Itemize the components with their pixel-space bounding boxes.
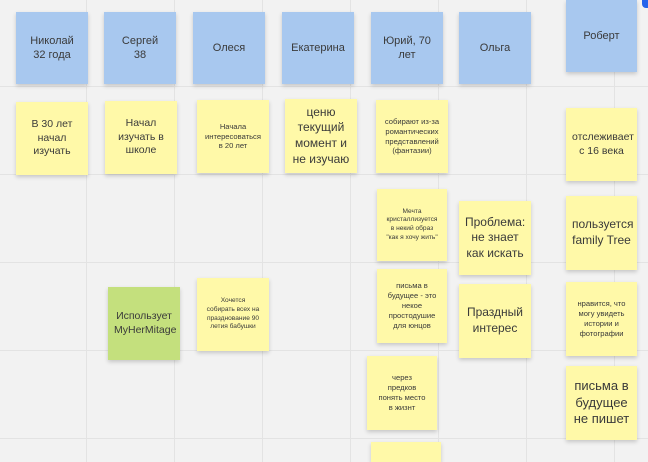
sticky-note-nikolai-1[interactable]: В 30 лет начал изучать bbox=[16, 102, 88, 175]
sticky-note-header-yuri[interactable]: Юрий, 70 лет bbox=[371, 12, 443, 84]
note-text: Ольга bbox=[479, 41, 511, 54]
sticky-note-robert-1[interactable]: отслеживает с 16 века bbox=[566, 108, 637, 181]
sticky-note-header-robert[interactable]: Роберт bbox=[566, 0, 637, 72]
note-text: Проблема: не знает как искать bbox=[465, 214, 526, 260]
sticky-note-ekaterina-1[interactable]: ценю текущий момент и не изучаю bbox=[285, 99, 357, 173]
note-text: пользуется family Tree bbox=[572, 217, 634, 247]
sticky-note-olesya-1[interactable]: Начала интересоваться в 20 лет bbox=[197, 100, 269, 173]
sticky-note-yuri-2[interactable]: Мечта кристаллизуется в некий образ "как… bbox=[377, 189, 447, 261]
sticky-note-header-olesya[interactable]: Олеся bbox=[193, 12, 265, 84]
note-text: Николай 32 года bbox=[30, 34, 74, 61]
selection-edge-marker bbox=[642, 0, 648, 8]
sticky-note-olesya-2[interactable]: Хочется собирать всех на празднование 90… bbox=[197, 278, 269, 351]
note-text: ценю текущий момент и не изучаю bbox=[292, 104, 350, 166]
sticky-note-yuri-4[interactable]: через предков понять место в жизнт bbox=[367, 356, 437, 430]
note-text: Использует MyHerMitage bbox=[114, 309, 177, 336]
note-text: Мечта кристаллизуется в некий образ "как… bbox=[386, 207, 438, 241]
sticky-note-header-sergei[interactable]: Сергей 38 bbox=[104, 12, 176, 84]
sticky-note-header-ekaterina[interactable]: Екатерина bbox=[282, 12, 354, 84]
note-text: Юрий, 70 лет bbox=[383, 34, 431, 61]
note-text: В 30 лет начал изучать bbox=[31, 118, 73, 158]
sticky-note-yuri-5[interactable] bbox=[371, 442, 441, 462]
sticky-note-nikolai-2[interactable]: Использует MyHerMitage bbox=[108, 287, 180, 360]
sticky-note-header-nikolai[interactable]: Николай 32 года bbox=[16, 12, 88, 84]
sticky-note-yuri-3[interactable]: письма в будущее - это некое простодушие… bbox=[377, 269, 447, 343]
sticky-note-robert-4[interactable]: письма в будущее не пишет bbox=[566, 366, 637, 440]
note-text: письма в будущее не пишет bbox=[573, 377, 630, 427]
sticky-note-olga-2[interactable]: Праздный интерес bbox=[459, 284, 531, 358]
note-text: Праздный интерес bbox=[466, 305, 524, 335]
note-text: Олеся bbox=[212, 41, 246, 54]
sticky-note-sergei-1[interactable]: Начал изучать в школе bbox=[105, 101, 177, 174]
note-text: Хочется собирать всех на празднование 90… bbox=[206, 297, 260, 331]
note-text: Роберт bbox=[583, 29, 620, 42]
note-text: Екатерина bbox=[291, 41, 345, 54]
sticky-note-header-olga[interactable]: Ольга bbox=[459, 12, 531, 84]
note-text: письма в будущее - это некое простодушие… bbox=[387, 281, 437, 330]
note-text: Сергей 38 bbox=[121, 34, 159, 61]
sticky-note-robert-2[interactable]: пользуется family Tree bbox=[566, 196, 637, 270]
sticky-note-olga-1[interactable]: Проблема: не знает как искать bbox=[459, 201, 531, 275]
note-text: Начала интересоваться в 20 лет bbox=[205, 121, 261, 151]
note-text: собирают из-за романтических представлен… bbox=[384, 116, 440, 156]
sticky-note-robert-3[interactable]: нравится, что могу увидеть истории и фот… bbox=[566, 282, 637, 356]
note-text: нравится, что могу увидеть истории и фот… bbox=[577, 299, 626, 338]
sticky-note-yuri-1[interactable]: собирают из-за романтических представлен… bbox=[376, 100, 448, 173]
note-text: Начал изучать в школе bbox=[118, 117, 164, 157]
note-text: через предков понять место в жизнт bbox=[378, 373, 426, 412]
note-text: отслеживает с 16 века bbox=[572, 130, 634, 157]
